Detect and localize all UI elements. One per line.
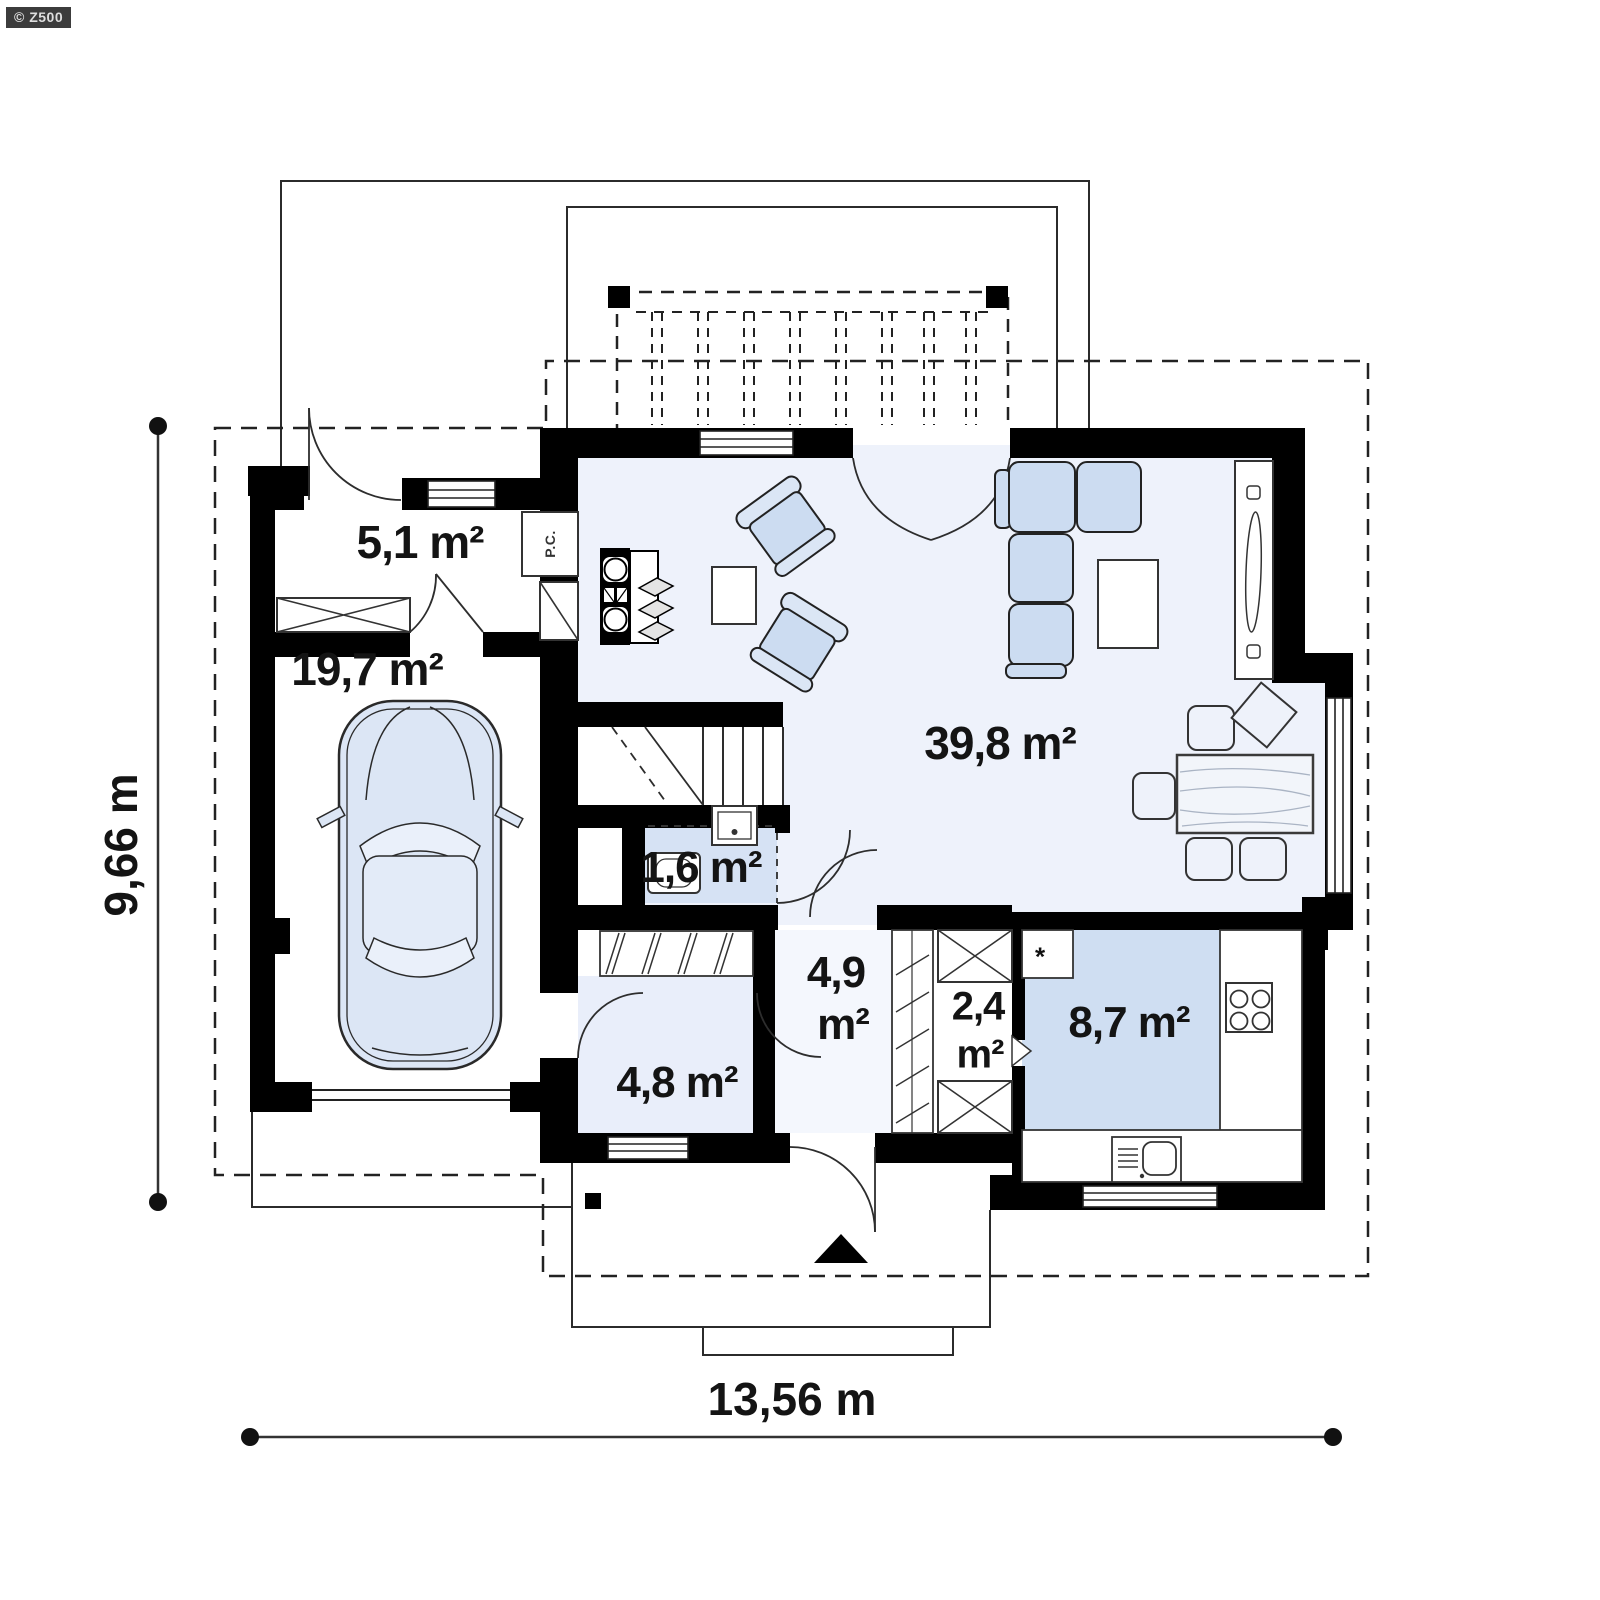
width-dimension-label: 13,56 m — [707, 1373, 877, 1425]
terrace-outline — [566, 206, 1058, 428]
window-kitchen-bottom — [1082, 1185, 1218, 1208]
upper-storey-outline — [280, 180, 1090, 470]
wc-area-label: 1,6 m² — [640, 843, 762, 892]
boiler-unit — [521, 511, 579, 641]
hallway-area-value: 4,9 — [806, 948, 866, 997]
window-living-top — [699, 430, 794, 456]
sink-icon — [1111, 1136, 1182, 1183]
front-door — [789, 1146, 876, 1233]
door-storage-west — [577, 992, 644, 1059]
car-icon — [316, 699, 524, 1071]
boiler-label: P.C. — [542, 530, 558, 558]
hallway-floor — [775, 930, 895, 1133]
fireplace-icon — [600, 548, 675, 645]
window-storage-bottom — [607, 1136, 689, 1160]
kitchen-fixtures — [1021, 929, 1303, 1183]
hall-area-label: 5,1 m² — [356, 516, 485, 568]
roof-overhang-dashed-outline — [213, 359, 1370, 1278]
freezer-symbol: * — [1034, 941, 1046, 972]
fridge-icon — [1021, 929, 1074, 979]
armchair-icon — [749, 591, 849, 693]
dining-table — [1175, 753, 1315, 835]
coffee-table — [1097, 559, 1159, 649]
window-dining-right — [1326, 697, 1352, 894]
car-mirror-left — [316, 805, 346, 829]
door-wc — [776, 829, 851, 904]
sofa-icon — [994, 461, 1142, 679]
hallway-area-unit: m² — [817, 1000, 870, 1049]
vertical-dimension — [149, 417, 167, 1211]
car-mirror-right — [494, 805, 524, 829]
window-hall — [427, 480, 496, 508]
porch-outline — [571, 1163, 991, 1328]
living-room-area-label: 39,8 m² — [924, 717, 1077, 769]
understairs-floor — [578, 828, 622, 905]
entrance-step — [702, 1326, 954, 1356]
radiator-cabinet — [1234, 460, 1274, 680]
dimension-lines — [149, 417, 1342, 1446]
closet-cabinets — [937, 929, 1033, 1134]
dining-set — [1132, 681, 1315, 881]
stairs-floor — [578, 727, 783, 805]
closet-area-value: 2,4 — [951, 984, 1006, 1029]
bay-floor — [1305, 665, 1328, 925]
watermark-badge: © Z500 — [6, 7, 72, 28]
driveway-outline — [251, 1112, 573, 1327]
pergola-post-right — [986, 286, 1008, 308]
porch-post — [585, 1193, 601, 1209]
wc-fixtures — [647, 805, 775, 894]
hall-cabinet — [276, 597, 411, 633]
armchair-icon — [735, 475, 836, 577]
closet-area-unit: m² — [956, 1032, 1005, 1077]
entry-door-hall — [308, 407, 402, 501]
door-storage-hallway — [756, 992, 822, 1058]
storage-floor — [578, 976, 753, 1134]
wardrobe-rail — [599, 930, 754, 977]
door-hall-garage — [409, 573, 484, 633]
height-dimension-label: 9,66 m — [95, 773, 147, 917]
flame-icons — [637, 577, 675, 641]
entrance-arrow-icon — [814, 1234, 868, 1263]
garage-area-label: 19,7 m² — [291, 643, 444, 695]
windows — [312, 430, 1352, 1208]
toilet-icon — [647, 852, 701, 894]
storage-area-label: 4,8 m² — [616, 1058, 738, 1107]
side-table — [711, 566, 757, 625]
garage-door — [312, 1089, 510, 1101]
wood-grain — [1179, 767, 1311, 827]
kitchen-area-label: 8,7 m² — [1068, 998, 1190, 1047]
stove-icon — [1225, 982, 1273, 1033]
horizontal-dimension — [241, 1428, 1342, 1446]
washbasin-icon — [711, 805, 758, 846]
closet-shelves-strip — [891, 929, 934, 1134]
pergola-post-left — [608, 286, 630, 308]
dining-chairs — [1132, 681, 1298, 881]
floor-fills — [565, 445, 1328, 1135]
door-living-hallway — [809, 849, 878, 918]
pergola-beams — [651, 312, 977, 425]
terrace-pergola — [608, 286, 1010, 428]
stairs — [611, 726, 784, 806]
